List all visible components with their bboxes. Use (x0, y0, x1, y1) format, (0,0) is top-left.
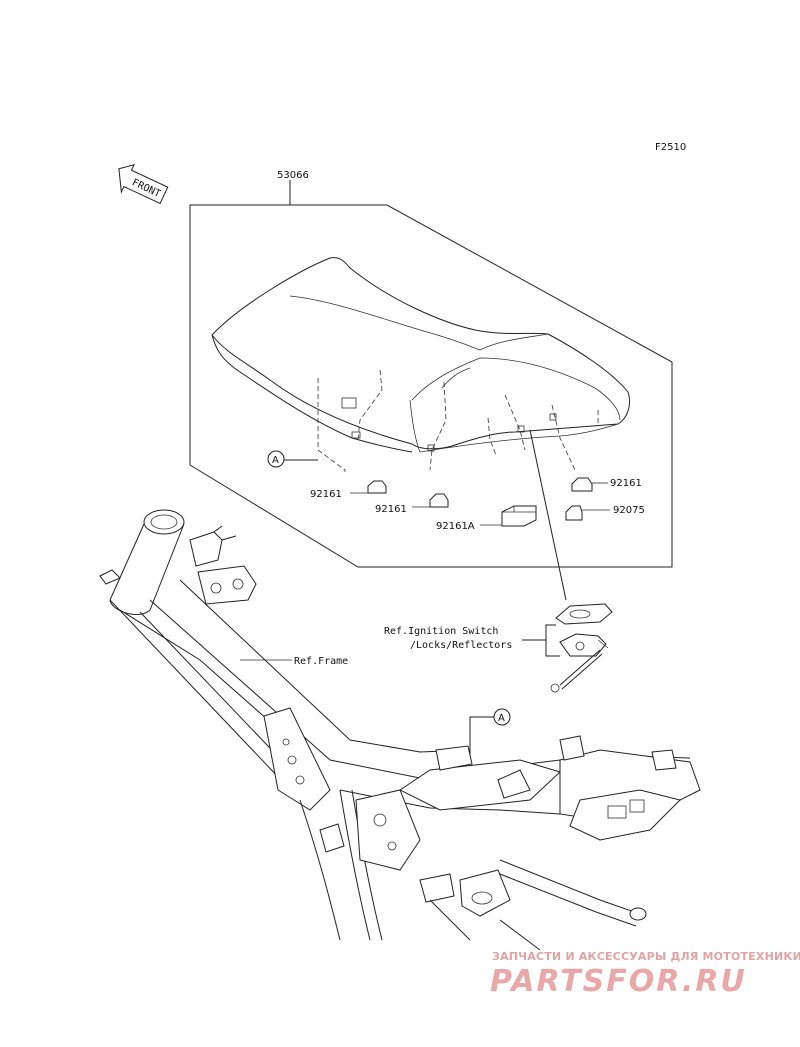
callout-a-seat: A (267, 450, 318, 468)
bumper-92161-left[interactable] (350, 480, 387, 494)
callout-a-frame-label: A (498, 713, 505, 724)
part-label-seat[interactable]: 53066 (277, 170, 309, 181)
part-label-bumper-b[interactable]: 92075 (613, 505, 645, 516)
bumper-92161a[interactable] (480, 505, 537, 527)
seat-assembly-outline (189, 180, 673, 568)
ref-ignition-bracket-bottom (545, 640, 560, 657)
ref-ignition-bracket-top (522, 624, 556, 641)
seat-lock-assembly[interactable] (550, 603, 613, 693)
callout-a-seat-label: A (272, 455, 279, 466)
part-label-bumper-2[interactable]: 92161 (375, 504, 407, 515)
watermark-brand[interactable]: PARTSFOR.RU (490, 964, 747, 999)
motorcycle-frame (99, 509, 701, 951)
watermark-tagline: ЗАПЧАСТИ И АКСЕССУАРЫ ДЛЯ МОТОТЕХНИКИ (492, 950, 800, 963)
ref-ignition-line2[interactable]: /Locks/Reflectors (410, 640, 512, 651)
figure-code: F2510 (655, 142, 686, 153)
ref-frame-label[interactable]: Ref.Frame (294, 656, 348, 667)
ref-ignition-line1[interactable]: Ref.Ignition Switch (384, 626, 498, 637)
lock-leader-line (529, 429, 567, 601)
bumper-92161-right[interactable] (571, 477, 608, 492)
part-label-bumper-a[interactable]: 92161A (436, 521, 475, 532)
bumper-92161-center[interactable] (412, 493, 449, 508)
seat[interactable] (211, 257, 631, 472)
part-label-bumper-3[interactable]: 92161 (610, 478, 642, 489)
part-label-bumper-1[interactable]: 92161 (310, 489, 342, 500)
callout-a-frame: A (469, 708, 511, 760)
bumper-92075[interactable] (565, 505, 610, 521)
front-arrow-icon: FRONT (118, 164, 169, 205)
